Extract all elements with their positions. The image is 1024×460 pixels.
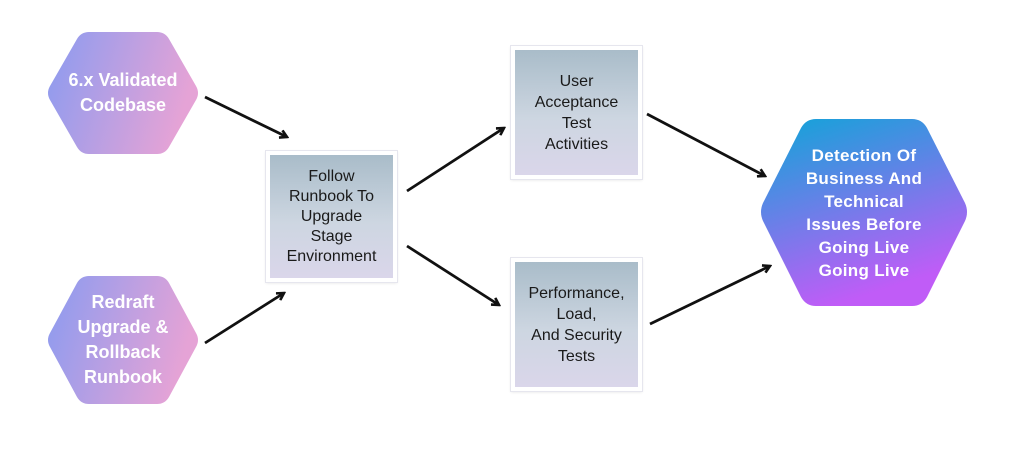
node-line: Technical [824,191,904,211]
box-line: And Security [531,326,622,344]
arrow-uat-to-detection [646,112,765,176]
node-line: Runbook [84,367,162,387]
arrow-perf-to-detection [649,266,770,326]
node-line: Issues Before [806,214,922,234]
detection-node: Detection Of Business And Technical Issu… [754,115,974,310]
performance-tests-box: Performance, Load, And Security Tests [511,258,642,391]
box-line: Tests [557,347,596,365]
redraft-runbook-node: Redraft Upgrade & Rollback Runbook [44,272,202,408]
box-line: Upgrade [300,207,363,225]
box-line: Environment [286,247,377,265]
hexagon-shape [48,32,198,154]
hexagon-shape [48,276,198,404]
box-line: User [559,72,594,90]
node-line: Going Live [818,260,910,280]
hexagon-shape [761,119,967,306]
arrow-codebase-to-runbook [204,95,287,137]
box-line: Load, [556,305,597,323]
follow-runbook-box: Follow Runbook To Upgrade Stage Environm… [266,151,397,282]
node-line: Rollback [85,342,161,362]
box-line: Activities [544,135,609,153]
node-line: Business And [805,168,923,188]
node-line: 6.x Validated [68,70,178,90]
box-line: Stage [310,227,353,245]
box-line: Test [561,114,592,132]
box-line: Follow [308,167,355,185]
box-line: Performance, [528,284,625,302]
box-line: Runbook To [288,187,375,205]
node-line: Upgrade & [77,317,169,337]
validated-codebase-node: 6.x Validated Codebase [44,28,202,158]
node-line: Detection Of [811,145,917,165]
box-line: Acceptance [534,93,619,111]
node-line: Codebase [79,95,167,115]
node-line: Redraft [91,292,155,312]
arrow-runbook-to-perf [406,244,499,305]
arrow-runbook-to-uat [406,128,504,193]
arrow-redraft-to-runbook [204,293,284,345]
user-acceptance-box: User Acceptance Test Activities [511,46,642,179]
node-line: Going Live [818,237,910,257]
